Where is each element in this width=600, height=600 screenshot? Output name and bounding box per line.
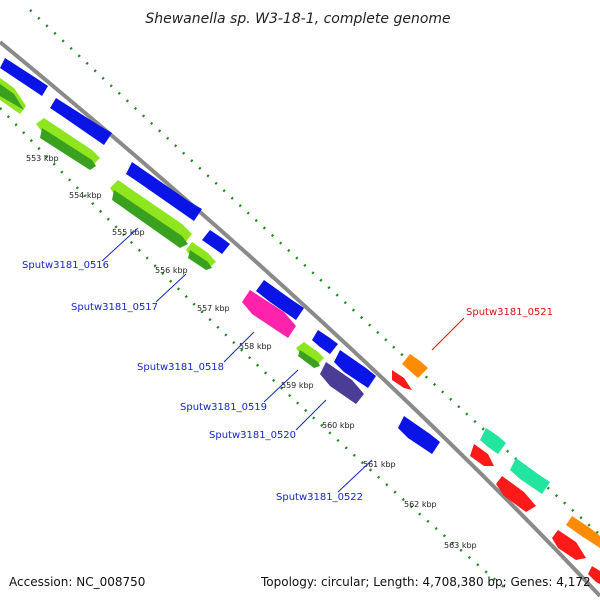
gene-arrow[interactable] xyxy=(110,180,192,244)
genome-backbone xyxy=(0,40,600,598)
gene-label-sputw3181-0521[interactable]: Sputw3181_0521 xyxy=(466,307,553,318)
gene-arrow[interactable] xyxy=(0,58,48,96)
gene-arrow[interactable] xyxy=(398,416,440,454)
kbp-tick-label: 555 kbp xyxy=(112,228,145,237)
gene-arrow-shadow xyxy=(298,350,320,368)
gene-arrows-forward xyxy=(0,58,600,548)
gene-label-sputw3181-0520[interactable]: Sputw3181_0520 xyxy=(209,430,296,441)
gene-arrow[interactable] xyxy=(552,530,586,560)
gene-arrow[interactable] xyxy=(392,370,412,390)
gene-arrow[interactable] xyxy=(296,342,324,366)
gene-label-sputw3181-0517[interactable]: Sputw3181_0517 xyxy=(71,302,158,313)
gene-label-sputw3181-0518[interactable]: Sputw3181_0518 xyxy=(137,362,224,373)
gene-arrow-shadow xyxy=(112,190,188,248)
kbp-tick-label: 559 kbp xyxy=(281,381,314,390)
kbp-tick-label: 553 kbp xyxy=(26,154,59,163)
callout-line xyxy=(155,273,187,303)
gene-arrow[interactable] xyxy=(566,516,600,548)
gene-arrow[interactable] xyxy=(334,350,376,388)
gene-labels: Sputw3181_0516 Sputw3181_0517 Sputw3181_… xyxy=(22,260,553,503)
gene-arrows-reverse xyxy=(0,78,600,584)
kbp-tick-label: 556 kbp xyxy=(155,266,188,275)
gene-arrow[interactable] xyxy=(242,290,296,338)
callout-line xyxy=(337,459,373,493)
gene-arrow[interactable] xyxy=(510,458,550,494)
kbp-tick-label: 563 kbp xyxy=(444,541,477,550)
map-title: Shewanella sp. W3-18-1, complete genome xyxy=(145,11,450,27)
callout-line xyxy=(431,317,465,351)
gene-arrow[interactable] xyxy=(186,242,216,268)
gene-arrow[interactable] xyxy=(496,476,536,512)
kbp-tick-label: 558 kbp xyxy=(239,342,272,351)
gene-label-sputw3181-0522[interactable]: Sputw3181_0522 xyxy=(276,492,363,503)
callout-line xyxy=(295,399,327,431)
callout-line xyxy=(223,331,255,363)
kbp-tick-label: 554 kbp xyxy=(69,191,102,200)
accession-text: Accession: NC_008750 xyxy=(9,575,145,589)
callout-line xyxy=(101,227,139,262)
gene-arrow[interactable] xyxy=(470,444,494,466)
gene-arrow[interactable] xyxy=(202,230,230,254)
kbp-tick-labels: 553 kbp 554 kbp 555 kbp 556 kbp 557 kbp … xyxy=(26,154,477,550)
gene-arrow[interactable] xyxy=(36,118,100,166)
gene-arrow[interactable] xyxy=(588,566,600,584)
gene-arrow[interactable] xyxy=(402,354,428,378)
gene-arrow-shadow xyxy=(188,250,212,270)
kbp-tick-label: 562 kbp xyxy=(404,500,437,509)
genome-summary-text: Topology: circular; Length: 4,708,380 bp… xyxy=(260,575,591,589)
gene-arrow[interactable] xyxy=(256,280,304,320)
gene-arrow[interactable] xyxy=(320,362,364,404)
gene-arrow[interactable] xyxy=(126,162,202,221)
gene-arrow[interactable] xyxy=(480,428,506,454)
gene-arrow[interactable] xyxy=(50,98,112,145)
gene-callout-lines xyxy=(101,227,465,493)
gene-arrow[interactable] xyxy=(312,330,338,354)
kbp-tick-label: 561 kbp xyxy=(363,460,396,469)
gene-arrow-shadow xyxy=(0,84,24,110)
gene-label-sputw3181-0519[interactable]: Sputw3181_0519 xyxy=(180,402,267,413)
kbp-tick-label: 557 kbp xyxy=(197,304,230,313)
gene-arrow-shadow xyxy=(40,128,96,170)
kbp-tick-label: 560 kbp xyxy=(322,421,355,430)
gene-label-sputw3181-0516[interactable]: Sputw3181_0516 xyxy=(22,260,109,271)
callout-line xyxy=(263,369,299,403)
